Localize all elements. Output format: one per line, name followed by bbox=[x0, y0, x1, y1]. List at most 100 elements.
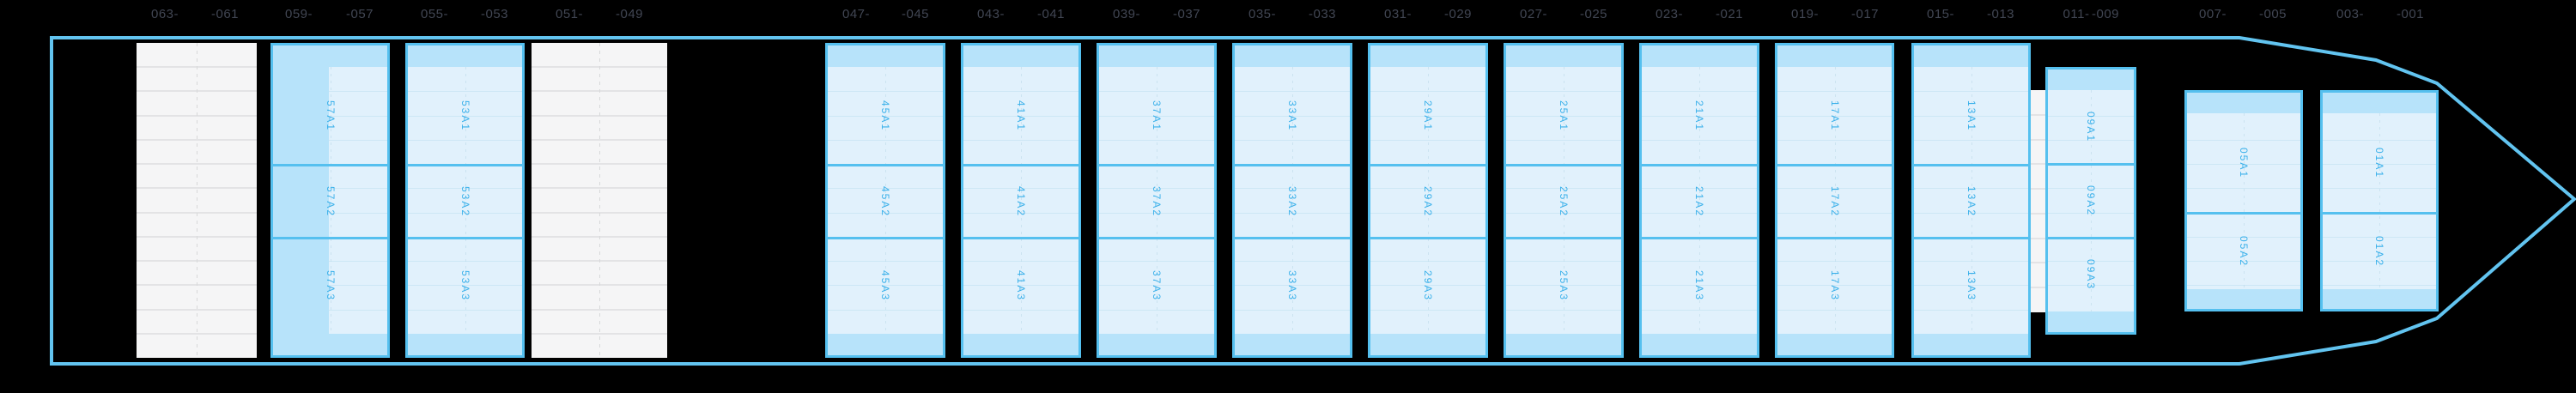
axis-label-009: -009 bbox=[2091, 7, 2120, 21]
bay-section-13A2[interactable]: 13A2 bbox=[1911, 165, 2031, 238]
bay-section-09A2[interactable]: 09A2 bbox=[2045, 164, 2136, 238]
bay-section-01A2[interactable]: 01A2 bbox=[2320, 213, 2439, 289]
bay-section-45A3[interactable]: 45A3 bbox=[825, 238, 945, 334]
bay-section-label: 01A2 bbox=[2373, 235, 2385, 267]
bay-section-29A1[interactable]: 29A1 bbox=[1368, 67, 1488, 165]
bay-section-09A1[interactable]: 09A1 bbox=[2045, 90, 2136, 164]
bay-divider-line bbox=[1368, 164, 1488, 166]
bay-section-45A1[interactable]: 45A1 bbox=[825, 67, 945, 165]
bay-section-label: 13A1 bbox=[1965, 100, 1978, 132]
axis-label-003: 003- bbox=[2336, 7, 2365, 21]
bay-section-33A2[interactable]: 33A2 bbox=[1232, 165, 1352, 238]
bay-section-13A1[interactable]: 13A1 bbox=[1911, 67, 2031, 165]
axis-label-015: 015- bbox=[1926, 7, 1955, 21]
bay-divider-line bbox=[405, 237, 525, 239]
bay-section-label: 41A3 bbox=[1015, 269, 1027, 302]
bay-divider-line bbox=[1911, 237, 2031, 239]
bay-section-57A2[interactable]: 57A2 bbox=[270, 165, 390, 238]
bay-section-label: 21A1 bbox=[1693, 100, 1705, 132]
bay-section-25A1[interactable]: 25A1 bbox=[1504, 67, 1624, 165]
bay-section-label: 29A1 bbox=[1422, 100, 1434, 132]
bay-divider-line bbox=[405, 164, 525, 166]
bay-section-53A1[interactable]: 53A1 bbox=[405, 67, 525, 165]
bay-33: 33A1 33A2 33A3 bbox=[1232, 43, 1352, 358]
bay-section-label: 09A1 bbox=[2085, 111, 2097, 143]
axis-label-055: 055- bbox=[420, 7, 449, 21]
bay-section-label: 33A1 bbox=[1286, 100, 1298, 132]
bay-section-41A1[interactable]: 41A1 bbox=[961, 67, 1081, 165]
bay-divider-line bbox=[1504, 237, 1624, 239]
bay-section-label: 17A2 bbox=[1828, 185, 1841, 217]
bay-section-label: 45A3 bbox=[879, 269, 891, 302]
bay-divider-line bbox=[961, 237, 1081, 239]
bay-section-05A1[interactable]: 05A1 bbox=[2184, 113, 2303, 213]
bay-section-37A1[interactable]: 37A1 bbox=[1097, 67, 1217, 165]
bay-section-09A3[interactable]: 09A3 bbox=[2045, 238, 2136, 311]
bay-section-29A2[interactable]: 29A2 bbox=[1368, 165, 1488, 238]
bay-25: 25A1 25A2 25A3 bbox=[1504, 43, 1624, 358]
axis-label-011: 011- bbox=[2063, 7, 2090, 21]
bay-section-label: 05A2 bbox=[2238, 235, 2250, 267]
bay-divider-line bbox=[825, 237, 945, 239]
axis-label-049: -049 bbox=[615, 7, 644, 21]
axis-label-059: 059- bbox=[284, 7, 313, 21]
bay-section-37A2[interactable]: 37A2 bbox=[1097, 165, 1217, 238]
bay-section-label: 41A1 bbox=[1015, 100, 1027, 132]
bay-section-label: 45A2 bbox=[879, 185, 891, 217]
axis-label-045: -045 bbox=[901, 7, 930, 21]
bay-section-01A1[interactable]: 01A1 bbox=[2320, 113, 2439, 213]
axis-label-031: 031- bbox=[1383, 7, 1413, 21]
axis-label-017: -017 bbox=[1850, 7, 1880, 21]
bay-section-21A2[interactable]: 21A2 bbox=[1639, 165, 1759, 238]
bay-divider-line bbox=[1639, 237, 1759, 239]
bay-section-45A2[interactable]: 45A2 bbox=[825, 165, 945, 238]
bay-section-21A1[interactable]: 21A1 bbox=[1639, 67, 1759, 165]
bay-05: 05A1 05A2 bbox=[2184, 90, 2303, 311]
bay-section-label: 41A2 bbox=[1015, 185, 1027, 217]
bay-section-label: 33A2 bbox=[1286, 185, 1298, 217]
bay-section-17A2[interactable]: 17A2 bbox=[1775, 165, 1894, 238]
axis-label-063: 063- bbox=[150, 7, 179, 21]
bay-section-label: 57A3 bbox=[324, 269, 337, 302]
bay-section-label: 09A2 bbox=[2085, 184, 2097, 217]
bay-section-label: 25A3 bbox=[1558, 269, 1570, 302]
axis-label-043: 043- bbox=[976, 7, 1005, 21]
axis-label-047: 047- bbox=[841, 7, 871, 21]
bay-section-21A3[interactable]: 21A3 bbox=[1639, 238, 1759, 334]
bay-section-33A3[interactable]: 33A3 bbox=[1232, 238, 1352, 334]
bay-divider-line bbox=[961, 164, 1081, 166]
axis-label-001: -001 bbox=[2396, 7, 2425, 21]
bay-section-53A2[interactable]: 53A2 bbox=[405, 165, 525, 238]
bay-29: 29A1 29A2 29A3 bbox=[1368, 43, 1488, 358]
bay-section-25A2[interactable]: 25A2 bbox=[1504, 165, 1624, 238]
bay-section-label: 17A3 bbox=[1828, 269, 1841, 302]
bay-section-57A3[interactable]: 57A3 bbox=[270, 238, 390, 334]
axis-label-005: -005 bbox=[2258, 7, 2287, 21]
bay-section-25A3[interactable]: 25A3 bbox=[1504, 238, 1624, 334]
bay-section-label: 25A1 bbox=[1558, 100, 1570, 132]
axis-label-057: -057 bbox=[345, 7, 374, 21]
grid-column-051-049 bbox=[532, 43, 667, 358]
axis-label-023: 023- bbox=[1655, 7, 1684, 21]
axis-label-061: -061 bbox=[210, 7, 240, 21]
bay-section-05A2[interactable]: 05A2 bbox=[2184, 213, 2303, 289]
bay-section-29A3[interactable]: 29A3 bbox=[1368, 238, 1488, 334]
bay-section-41A2[interactable]: 41A2 bbox=[961, 165, 1081, 238]
bay-section-53A3[interactable]: 53A3 bbox=[405, 238, 525, 334]
bay-section-57A1[interactable]: 57A1 bbox=[270, 67, 390, 165]
bay-divider-line bbox=[1097, 164, 1217, 166]
axis-label-041: -041 bbox=[1036, 7, 1066, 21]
bay-section-17A3[interactable]: 17A3 bbox=[1775, 238, 1894, 334]
bay-section-label: 29A3 bbox=[1422, 269, 1434, 302]
axis-label-053: -053 bbox=[480, 7, 509, 21]
bay-section-33A1[interactable]: 33A1 bbox=[1232, 67, 1352, 165]
bay-section-17A1[interactable]: 17A1 bbox=[1775, 67, 1894, 165]
bay-section-37A3[interactable]: 37A3 bbox=[1097, 238, 1217, 334]
bay-section-13A3[interactable]: 13A3 bbox=[1911, 238, 2031, 334]
bay-divider-line bbox=[2184, 212, 2303, 215]
bay-section-41A3[interactable]: 41A3 bbox=[961, 238, 1081, 334]
